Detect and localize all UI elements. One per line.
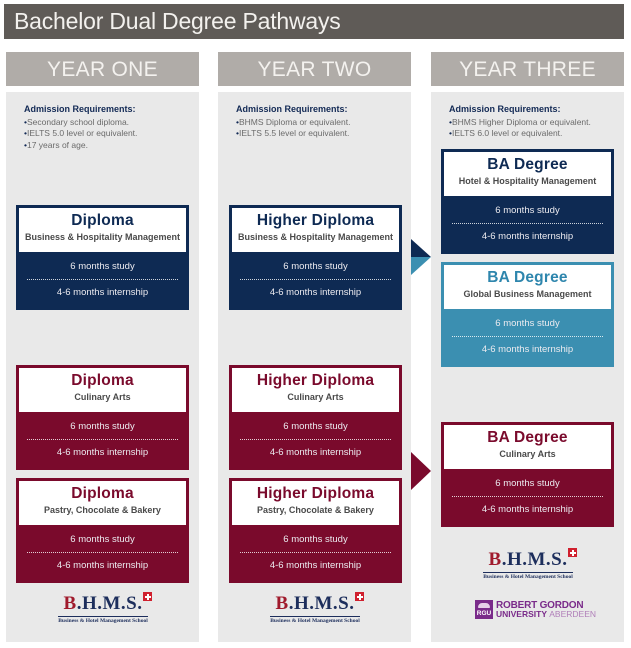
study-duration: 6 months study [452,315,603,337]
program-subject: Culinary Arts [499,449,556,459]
bhms-tagline: Business & Hotel Management School [58,616,148,624]
requirement-item: BHMS Diploma or equivalent. [236,117,351,129]
program-name: Diploma [71,212,134,229]
rgu-badge-icon: RGU [475,600,493,619]
admission-requirements: Admission Requirements: BHMS Diploma or … [236,104,350,140]
internship-duration: 4-6 months internship [269,447,362,458]
study-duration: 6 months study [27,531,178,553]
bhms-logo: B.H.M.S. Business & Hotel Management Sch… [48,592,158,624]
program-name: Diploma [71,485,134,502]
program-subject: Pastry, Chocolate & Bakery [44,505,161,515]
internship-duration: 4-6 months internship [269,560,362,571]
year-three-header: YEAR THREE [431,52,624,86]
study-duration: 6 months study [240,258,391,280]
program-name: BA Degree [487,429,568,446]
internship-duration: 4-6 months internship [56,560,149,571]
study-duration: 6 months study [240,531,391,553]
study-duration: 6 months study [27,258,178,280]
year-two-header: YEAR TWO [218,52,411,86]
rgu-name-aberdeen: ABERDEEN [549,608,596,619]
bhms-logo: B.H.M.S. Business & Hotel Management Sch… [473,548,583,580]
rgu-name-university: UNIVERSITY [496,608,547,619]
internship-duration: 4-6 months internship [481,504,574,515]
program-subject: Business & Hospitality Management [237,232,394,242]
rgu-name-line1: ROBERT GORDON [496,599,584,611]
bhms-tagline: Business & Hotel Management School [270,616,360,624]
study-duration: 6 months study [452,202,603,224]
internship-duration: 4-6 months internship [481,344,574,355]
requirement-item: IELTS 5.0 level or equivalent. [24,128,137,140]
study-duration: 6 months study [240,418,391,440]
bhms-logo-text: B.H.M.S. [63,593,143,614]
internship-duration: 4-6 months internship [269,287,362,298]
requirement-item: Secondary school diploma. [24,117,137,129]
internship-duration: 4-6 months internship [56,287,149,298]
internship-duration: 4-6 months internship [56,447,149,458]
admission-requirements: Admission Requirements: BHMS Higher Dipl… [449,104,591,140]
program-name: Higher Diploma [256,372,375,389]
program-subject: Culinary Arts [74,392,131,402]
program-subject: Pastry, Chocolate & Bakery [257,505,374,515]
study-duration: 6 months study [27,418,178,440]
program-subject: Culinary Arts [287,392,344,402]
year-one-header: YEAR ONE [6,52,199,86]
study-duration: 6 months study [452,475,603,497]
program-name: Higher Diploma [256,212,375,229]
bhms-logo-text: B.H.M.S. [275,593,355,614]
program-subject: Global Business Management [463,289,592,299]
internship-duration: 4-6 months internship [481,231,574,242]
bhms-tagline: Business & Hotel Management School [483,572,573,580]
arrow-right-icon [411,452,431,490]
requirement-item: IELTS 5.5 level or equivalent. [236,128,350,140]
program-name: BA Degree [487,156,568,173]
requirement-item: IELTS 6.0 level or equivalent. [449,128,591,140]
bhms-logo: B.H.M.S. Business & Hotel Management Sch… [260,592,370,624]
program-name: Higher Diploma [256,485,375,502]
requirements-title: Admission Requirements: [236,104,348,114]
requirement-item: 17 years of age. [24,140,137,152]
split-arrow-right-icon [411,239,431,275]
requirement-item: BHMS Higher Diploma or equivalent. [449,117,591,129]
program-subject: Hotel & Hospitality Management [458,176,597,186]
requirements-title: Admission Requirements: [449,104,561,114]
bhms-logo-text: B.H.M.S. [488,549,568,570]
rgu-logo: RGU ROBERT GORDON UNIVERSITY ABERDEEN [475,600,596,619]
admission-requirements: Admission Requirements: Secondary school… [24,104,137,151]
page-title: Bachelor Dual Degree Pathways [4,4,624,39]
swiss-cross-icon [143,592,153,601]
program-subject: Business & Hospitality Management [24,232,181,242]
requirements-title: Admission Requirements: [24,104,136,114]
swiss-cross-icon [568,548,578,557]
program-name: BA Degree [487,269,568,286]
swiss-cross-icon [355,592,365,601]
program-name: Diploma [71,372,134,389]
